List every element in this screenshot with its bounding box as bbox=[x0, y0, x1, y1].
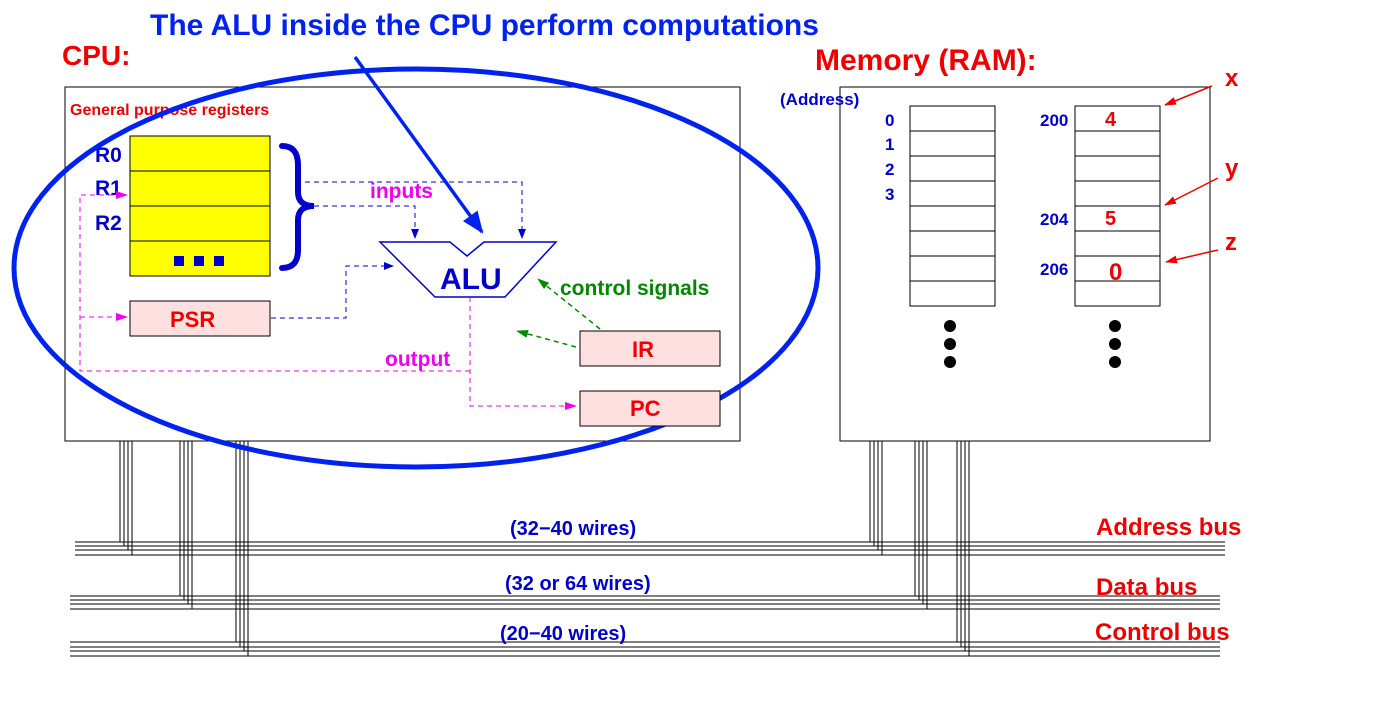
address-206: 206 bbox=[1040, 260, 1068, 279]
address-204: 204 bbox=[1040, 210, 1069, 229]
alu-shape bbox=[378, 241, 558, 298]
value-y: 5 bbox=[1105, 208, 1116, 230]
memory-continuation-dots bbox=[944, 320, 1121, 368]
var-label-x: x bbox=[1225, 65, 1239, 92]
cpu-title: CPU: bbox=[62, 40, 130, 71]
memory-title: Memory (RAM): bbox=[815, 44, 1037, 77]
control-bus-label: Control bus bbox=[1095, 619, 1230, 646]
pc-box bbox=[579, 390, 721, 427]
address-3: 3 bbox=[885, 185, 894, 204]
headline-arrow bbox=[353, 55, 484, 234]
address-200: 200 bbox=[1040, 111, 1068, 130]
address-bus-label: Address bus bbox=[1096, 514, 1241, 541]
control-signals-label: control signals bbox=[560, 277, 709, 300]
register-label-r1: R1 bbox=[95, 177, 122, 200]
register-label-r0: R0 bbox=[95, 144, 122, 167]
address-0: 0 bbox=[885, 111, 894, 130]
address-2: 2 bbox=[885, 160, 894, 179]
alu-label: ALU bbox=[440, 263, 502, 296]
psr-label: PSR bbox=[170, 307, 215, 332]
data-bus-label: Data bus bbox=[1096, 574, 1197, 601]
address-1: 1 bbox=[885, 135, 894, 154]
address-bus-wires: (32−40 wires) bbox=[510, 518, 636, 540]
register-ellipsis bbox=[174, 256, 224, 266]
address-header: (Address) bbox=[780, 90, 859, 109]
control-signal-lines bbox=[516, 278, 601, 348]
var-arrows bbox=[1164, 85, 1219, 264]
control-bus-wires: (20−40 wires) bbox=[500, 623, 626, 645]
pc-label: PC bbox=[630, 396, 661, 421]
value-x: 4 bbox=[1105, 109, 1117, 131]
output-label: output bbox=[385, 348, 450, 371]
var-label-y: y bbox=[1225, 155, 1239, 182]
register-file bbox=[129, 135, 271, 277]
psr-box bbox=[129, 300, 271, 337]
inputs-label: inputs bbox=[370, 180, 433, 203]
var-label-z: z bbox=[1225, 229, 1237, 256]
bus-wires bbox=[70, 441, 1225, 657]
memory-column-high bbox=[1074, 105, 1161, 307]
memory-column-low bbox=[909, 105, 996, 307]
alu-input-lines bbox=[271, 181, 526, 319]
register-label-r2: R2 bbox=[95, 212, 122, 235]
alu-output-lines bbox=[79, 191, 577, 410]
cpu-ellipse bbox=[11, 66, 821, 470]
ir-label: IR bbox=[632, 337, 654, 362]
data-bus-wires: (32 or 64 wires) bbox=[505, 573, 651, 595]
headline: The ALU inside the CPU perform computati… bbox=[150, 9, 819, 42]
value-z: 0 bbox=[1109, 259, 1122, 286]
ir-box bbox=[579, 330, 721, 367]
